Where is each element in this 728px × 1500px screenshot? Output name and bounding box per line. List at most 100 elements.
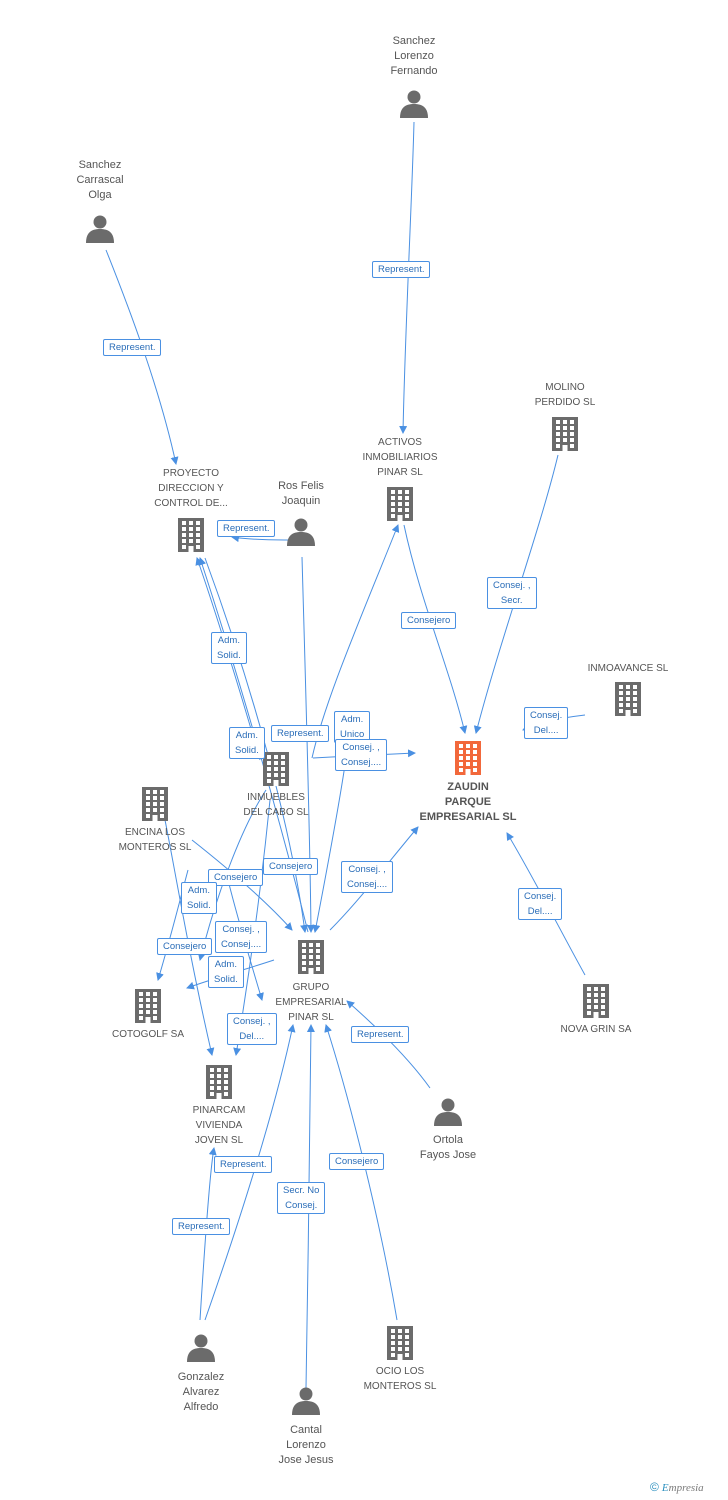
edge-label-line: Represent. — [378, 264, 425, 275]
edge-label-line: Adm. — [235, 730, 258, 741]
edge-label[interactable]: Consejero — [208, 869, 264, 886]
building-icon — [455, 741, 481, 775]
node-grupo[interactable]: GRUPO EMPRESARIAL PINAR SL — [241, 980, 381, 1025]
edge-label-line: Solid. — [217, 650, 241, 661]
edge-label[interactable]: Consej.Del.... — [518, 888, 563, 920]
node-label-line: ACTIVOS — [378, 437, 422, 448]
edge-label[interactable]: Consejero — [263, 858, 319, 875]
node-encina[interactable]: ENCINA LOS MONTEROS SL — [85, 825, 225, 855]
edge-label[interactable]: Adm.Solid. — [208, 956, 244, 988]
person-icon — [434, 1098, 462, 1126]
edge-line — [312, 757, 347, 933]
edge-label[interactable]: Represent. — [372, 261, 431, 278]
edge-label-line: Represent. — [357, 1029, 404, 1040]
edge-label-line: Represent. — [277, 728, 324, 739]
building-icon — [263, 752, 289, 786]
edge-label-line: Consej. , — [222, 924, 260, 935]
edge-label-line: Adm. — [187, 885, 210, 896]
edge-label[interactable]: Represent. — [217, 520, 276, 537]
node-label-line: Lorenzo — [286, 1439, 326, 1451]
person-icon — [292, 1387, 320, 1415]
brand-initial: E — [661, 1482, 669, 1494]
edge-label-line: Solid. — [235, 745, 259, 756]
edge-label[interactable]: Adm.Unico — [334, 711, 371, 743]
node-label-line: Fernando — [390, 65, 438, 77]
node-label-line: INMUEBLES — [247, 792, 305, 803]
edge-label-line: Represent. — [109, 342, 156, 353]
edge-label-line: Consejero — [269, 861, 313, 872]
node-label-line: COTOGOLF SA — [111, 1029, 185, 1040]
node-icons — [86, 90, 641, 1415]
edge-label-line: Solid. — [187, 900, 211, 911]
node-label-line: Ortola — [433, 1134, 463, 1146]
node-label-line: PINAR SL — [288, 1012, 334, 1023]
node-inmoavance[interactable]: INMOAVANCE SL — [558, 661, 698, 676]
node-label-line: ENCINA LOS — [124, 827, 186, 838]
edge-line — [301, 556, 315, 933]
node-label-line: EMPRESARIAL SL — [419, 811, 517, 823]
building-icon — [206, 1065, 232, 1099]
node-label-line: MONTEROS SL — [363, 1381, 437, 1392]
edge-line — [346, 1000, 431, 1089]
edge-label[interactable]: Consej. ,Del.... — [227, 1013, 277, 1045]
building-icon — [298, 940, 324, 974]
edge-label[interactable]: Consej. , Secr. — [487, 577, 537, 609]
node-label-line: Fayos Jose — [419, 1149, 477, 1161]
node-inmuebles[interactable]: INMUEBLES DEL CABO SL — [206, 790, 346, 820]
building-icon — [135, 989, 161, 1023]
edge-label-line: Adm. — [217, 635, 240, 646]
edge-label[interactable]: Adm. Solid. — [211, 632, 247, 664]
edge-label[interactable]: Consej. ,Consej.... — [335, 739, 388, 771]
edge-label[interactable]: Adm. Solid. — [181, 882, 217, 914]
node-label-line: Joaquin — [281, 495, 321, 507]
edge-label[interactable]: Represent. — [214, 1156, 273, 1173]
node-label-line: MONTEROS SL — [118, 842, 192, 853]
edge-label[interactable]: Represent. — [271, 725, 330, 742]
node-label-line: Cantal — [290, 1424, 322, 1436]
person-icon — [187, 1334, 215, 1362]
node-label-line: INMOAVANCE SL — [587, 663, 669, 674]
node-label-line: PROYECTO — [163, 468, 219, 479]
copyright-symbol: © — [650, 1480, 659, 1494]
node-label-line: Alvarez — [182, 1386, 220, 1398]
edge-label[interactable]: Consejero — [157, 938, 213, 955]
edge-label[interactable]: Consej. , Consej.... — [215, 921, 268, 953]
node-label-line: EMPRESARIAL — [275, 997, 347, 1008]
edge-label-line: Consej.... — [221, 939, 262, 950]
node-cotogolf[interactable]: COTOGOLF SA — [78, 1027, 218, 1042]
building-icon — [142, 787, 168, 821]
building-icon — [178, 518, 204, 552]
edge-label[interactable]: Consejero — [401, 612, 457, 629]
edge-label[interactable]: Adm. Solid. — [229, 727, 265, 759]
edge-label[interactable]: Consejero — [329, 1153, 385, 1170]
edge-label-line: Secr. — [500, 595, 523, 606]
edge-label-line: Represent. — [223, 523, 270, 534]
edge-label[interactable]: Consej. ,Consej.... — [341, 861, 394, 893]
node-label-line: DEL CABO SL — [243, 807, 309, 818]
edge-label[interactable]: Consej.Del.... — [524, 707, 569, 739]
node-label-line: PARQUE — [444, 796, 492, 808]
edge-label-line: Consej. , — [493, 580, 531, 591]
node-nova-grin[interactable]: NOVA GRIN SA — [526, 1022, 666, 1037]
node-label-line: DIRECCION Y — [158, 483, 224, 494]
edge-label[interactable]: Represent. — [103, 339, 162, 356]
edge-label-line: Unico — [340, 729, 365, 740]
edge-line — [324, 1024, 398, 1321]
edge-label[interactable]: Represent. — [172, 1218, 231, 1235]
edge-label[interactable]: Represent. — [351, 1026, 410, 1043]
node-label-line: Lorenzo — [394, 50, 434, 62]
node-label-line: GRUPO — [292, 982, 330, 993]
